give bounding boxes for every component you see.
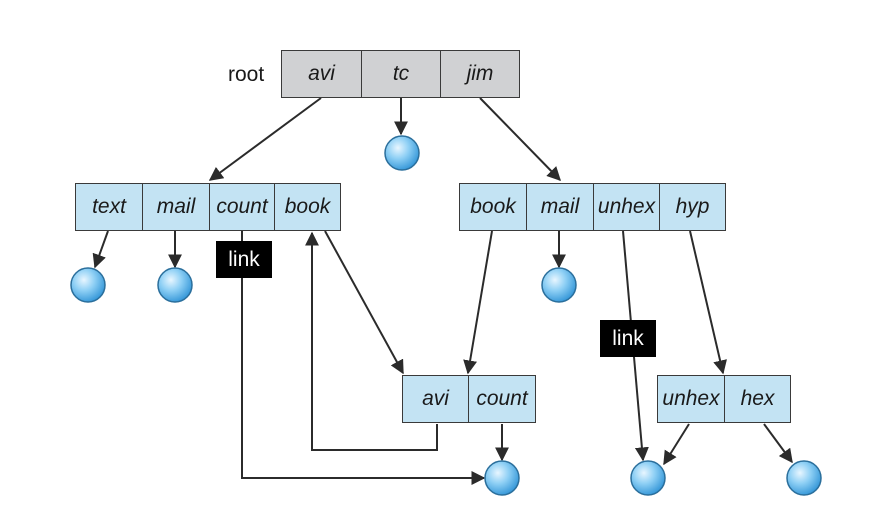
edge-jim-book-shared	[463, 230, 493, 375]
edge-count-link-file	[241, 231, 486, 485]
file-node-tc	[384, 135, 420, 171]
shared-entry-count[interactable]: count	[468, 375, 536, 423]
hyp-entry-unhex[interactable]: unhex	[657, 375, 725, 423]
edge-root-jim	[479, 97, 561, 182]
file-node-unhex	[630, 460, 666, 496]
edge-hyp-unhex-file	[663, 423, 690, 466]
root-entry-jim[interactable]: jim	[440, 50, 520, 98]
root-entry-tc[interactable]: tc	[361, 50, 441, 98]
file-node-count	[484, 460, 520, 496]
jim-entry-mail[interactable]: mail	[526, 183, 594, 231]
link-tag-unhex: link	[600, 320, 656, 357]
jim-entry-book[interactable]: book	[459, 183, 527, 231]
jim-entry-hyp[interactable]: hyp	[659, 183, 726, 231]
file-node-text	[70, 267, 106, 303]
link-tag-count: link	[216, 241, 272, 278]
file-node-mail	[157, 267, 193, 303]
edge-book-shared	[324, 230, 404, 375]
avi-entry-text[interactable]: text	[75, 183, 143, 231]
avi-entry-count[interactable]: count	[209, 183, 275, 231]
avi-entry-mail[interactable]: mail	[142, 183, 210, 231]
edge-shared-avi-back-to-book	[305, 231, 438, 451]
root-entry-avi[interactable]: avi	[281, 50, 362, 98]
file-node-jim-mail	[541, 267, 577, 303]
root-label: root	[228, 63, 265, 86]
hyp-entry-hex[interactable]: hex	[724, 375, 791, 423]
file-node-hex	[786, 460, 822, 496]
shared-entry-avi[interactable]: avi	[402, 375, 469, 423]
jim-entry-unhex[interactable]: unhex	[593, 183, 660, 231]
edge-hyp-hex-file	[763, 423, 793, 464]
avi-entry-book[interactable]: book	[274, 183, 341, 231]
edge-hyp-dir	[689, 230, 727, 375]
edge-root-avi	[208, 97, 322, 181]
edge-text-file	[92, 230, 109, 269]
